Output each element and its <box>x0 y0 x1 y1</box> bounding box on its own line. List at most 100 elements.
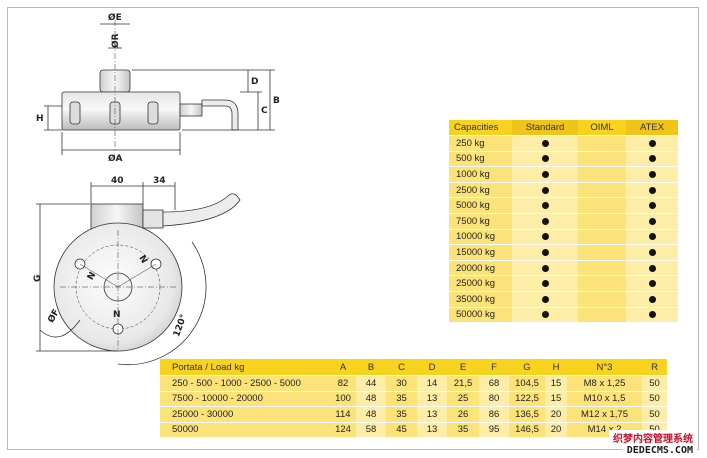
dimension-cell: 50000 <box>160 421 330 437</box>
bullet-icon <box>648 233 656 241</box>
watermark-line1: 织梦内容管理系统 <box>609 430 697 445</box>
dim-header-4: D <box>417 359 447 376</box>
bullet-icon <box>541 202 549 210</box>
dimension-cell: 122,5 <box>509 390 545 407</box>
capacity-value: 2500 kg <box>449 181 512 198</box>
dim-header-7: G <box>509 359 545 376</box>
atex-mark-cell <box>626 290 678 308</box>
capacity-value: 25000 kg <box>449 275 512 292</box>
capacity-value: 7500 kg <box>449 212 512 230</box>
dim-label-40: 40 <box>111 176 124 186</box>
dim-header-9: N°3 <box>567 359 642 376</box>
capacity-value: 5000 kg <box>449 197 512 214</box>
dimension-cell: 35 <box>386 390 417 407</box>
dimension-cell: 114 <box>330 406 356 422</box>
dim-header-1: A <box>330 359 356 376</box>
standard-mark-cell <box>512 197 578 214</box>
atex-mark-cell <box>626 275 678 292</box>
bullet-icon <box>541 186 549 194</box>
bullet-icon <box>648 311 656 319</box>
dim-label-R: ØR <box>110 33 121 48</box>
capacity-row: 2500 kg <box>449 181 678 198</box>
capacities-header-row: Capacities Standard OIML ATEX <box>449 120 678 136</box>
bullet-icon <box>648 202 656 210</box>
capacity-row: 500 kg <box>449 150 678 167</box>
dimension-cell: 146,5 <box>509 421 545 437</box>
dim-header-10: R <box>642 359 667 376</box>
capacity-row: 20000 kg <box>449 259 678 276</box>
bullet-icon <box>541 248 549 256</box>
dim-label-A: ØA <box>108 153 122 164</box>
oiml-mark-cell <box>578 181 626 198</box>
atex-mark-cell <box>626 135 678 152</box>
dim-header-5: E <box>447 359 479 376</box>
standard-mark-cell <box>512 275 578 292</box>
capacity-row: 1000 kg <box>449 166 678 183</box>
atex-mark-cell <box>626 228 678 245</box>
dimension-cell: 250 - 500 - 1000 - 2500 - 5000 <box>160 375 330 391</box>
standard-mark-cell <box>512 228 578 245</box>
standard-mark-cell <box>512 212 578 230</box>
standard-mark-cell <box>512 181 578 198</box>
dim-label-H: H <box>36 114 44 124</box>
bullet-icon <box>541 233 549 241</box>
top-view <box>36 182 241 365</box>
atex-mark-cell <box>626 259 678 276</box>
dimension-cell: 35 <box>386 406 417 422</box>
bullet-icon <box>648 217 656 225</box>
dimension-cell: 13 <box>417 390 447 407</box>
dimension-cell: 35 <box>447 421 479 437</box>
dim-header-0: Portata / Load kg <box>160 359 330 376</box>
dimension-cell: 68 <box>479 375 509 391</box>
capacity-value: 1000 kg <box>449 166 512 183</box>
standard-mark-cell <box>512 244 578 261</box>
capacity-value: 500 kg <box>449 150 512 167</box>
atex-mark-cell <box>626 166 678 183</box>
dimension-cell: 25 <box>447 390 479 407</box>
bullet-icon <box>541 295 549 303</box>
dim-label-E: ØE <box>108 12 122 23</box>
hole-label-N-right: N <box>136 254 148 266</box>
dim-label-C: C <box>261 106 268 116</box>
header-oiml: OIML <box>578 120 626 136</box>
header-capacities: Capacities <box>449 120 512 136</box>
capacity-row: 25000 kg <box>449 275 678 292</box>
dimension-cell: 26 <box>447 406 479 422</box>
dimension-cell: 50 <box>642 390 667 407</box>
bullet-icon <box>541 264 549 272</box>
oiml-mark-cell <box>578 212 626 230</box>
standard-mark-cell <box>512 306 578 323</box>
dimension-cell: 100 <box>330 390 356 407</box>
watermark-line2: DEDECMS.COM <box>622 445 697 456</box>
oiml-mark-cell <box>578 166 626 183</box>
capacity-row: 35000 kg <box>449 290 678 308</box>
standard-mark-cell <box>512 166 578 183</box>
atex-mark-cell <box>626 150 678 167</box>
oiml-mark-cell <box>578 244 626 261</box>
bullet-icon <box>541 311 549 319</box>
bullet-icon <box>541 217 549 225</box>
dimension-cell: 80 <box>479 390 509 407</box>
standard-mark-cell <box>512 135 578 152</box>
bullet-icon <box>648 139 656 147</box>
bullet-icon <box>648 295 656 303</box>
dimension-cell: 7500 - 10000 - 20000 <box>160 390 330 407</box>
dimension-cell: 20 <box>545 406 567 422</box>
bullet-icon <box>648 186 656 194</box>
dimension-cell: 25000 - 30000 <box>160 406 330 422</box>
oiml-mark-cell <box>578 259 626 276</box>
header-standard: Standard <box>512 120 578 136</box>
standard-mark-cell <box>512 150 578 167</box>
oiml-mark-cell <box>578 275 626 292</box>
side-view <box>44 20 275 155</box>
capacity-value: 10000 kg <box>449 228 512 245</box>
dimension-cell: 13 <box>417 406 447 422</box>
capacity-row: 15000 kg <box>449 244 678 261</box>
oiml-mark-cell <box>578 306 626 323</box>
standard-mark-cell <box>512 259 578 276</box>
